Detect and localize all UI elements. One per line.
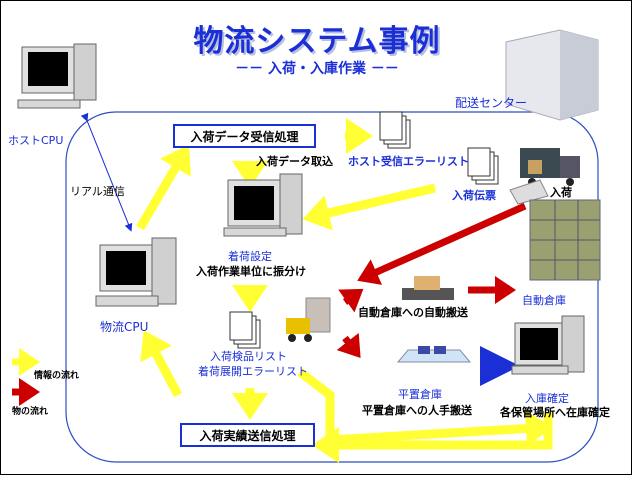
chakuka-settei-label: 着荷設定 <box>228 250 272 263</box>
delivery-truck-icon <box>509 148 580 205</box>
distribution-center-building-icon <box>505 29 599 121</box>
kenpin-list-document-icon <box>229 311 261 349</box>
kenpin-list-label: 入荷検品リスト <box>210 350 287 363</box>
page-title: 物流システム事例 <box>193 24 441 59</box>
nyuko-kakutei-label: 入庫確定 <box>525 392 569 405</box>
data-fetch-label: 入荷データ取込 <box>256 155 333 168</box>
legend-goods-label: 物の流れ <box>12 407 49 417</box>
butsuryu-cpu-label: 物流CPU <box>100 320 149 334</box>
info-arrow-confirm-to-process <box>312 412 553 463</box>
legend-info-label: 情報の流れ <box>34 371 80 381</box>
nyuka-denpyo-label: 入荷伝票 <box>452 189 496 202</box>
info-arrow-list-to-confirm <box>297 368 553 447</box>
host-error-list-label: ホスト受信エラーリスト <box>348 155 469 168</box>
flat-pallets-icon <box>396 346 472 363</box>
page-subtitle: －－ 入荷・入庫作業 －－ <box>235 61 399 77</box>
receive-process-box: 入荷データ受信処理 <box>173 124 316 148</box>
zaiko-kakutei-label: 各保管場所へ在庫確定 <box>500 406 610 419</box>
cpu-computer-icon <box>95 237 177 307</box>
goods-arrow-to-auto <box>338 288 364 313</box>
nyuka-label: 入荷 <box>550 186 572 199</box>
jidou-souko-label: 自動倉庫 <box>522 294 566 307</box>
info-arrow-denpyo-to-pc <box>302 183 437 231</box>
tenkai-error-label: 着荷展開エラーリスト <box>198 365 308 378</box>
realtime-label: リアル通信 <box>70 185 125 198</box>
host-cpu-computer-icon <box>17 43 97 109</box>
pallet-boxes-icon <box>402 276 454 300</box>
goods-arrow-arrival-to-forklift <box>357 202 527 285</box>
auto-warehouse-rack-icon <box>529 199 601 281</box>
heichi-hanso-label: 平置倉庫への人手搬送 <box>362 404 472 417</box>
host-error-list-document-icon <box>379 111 411 149</box>
forklift-icon <box>286 297 331 342</box>
jisseki-process-box: 入荷実績送信処理 <box>180 423 315 447</box>
host-cpu-label: ホストCPU <box>8 134 64 147</box>
jidou-hanso-label: 自動倉庫への自動搬送 <box>358 306 468 319</box>
sakugyo-tani-label: 入荷作業単位に振分け <box>196 265 306 278</box>
haiso-center-label: 配送センター <box>455 96 528 110</box>
confirm-computer-icon <box>511 315 585 375</box>
heichi-souko-label: 平置倉庫 <box>398 388 442 401</box>
info-arrow-process-to-cpu <box>140 330 182 398</box>
nyuka-denpyo-document-icon <box>467 147 499 185</box>
realtime-link <box>80 112 133 232</box>
setting-computer-icon <box>223 173 303 237</box>
info-arrow-cpu-to-receive <box>136 144 191 231</box>
goods-arrow-to-flat <box>336 332 361 359</box>
